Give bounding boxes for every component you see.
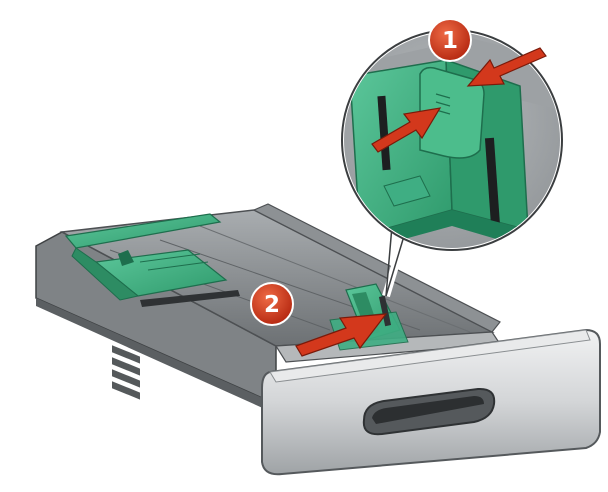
arrow-squeeze-tab <box>371 107 442 153</box>
arrow-slide-guide <box>295 313 388 357</box>
step-2-badge: 2 <box>250 282 294 326</box>
step-2-number: 2 <box>264 292 280 318</box>
rear-length-guide[interactable] <box>64 213 228 301</box>
step-1-number: 1 <box>442 28 458 54</box>
tray-vent <box>112 345 140 400</box>
step-1-badge: 1 <box>428 18 472 62</box>
magnified-detail <box>341 29 563 298</box>
arrow-pinch-tab <box>466 47 547 87</box>
tray-back-wall <box>252 203 501 333</box>
